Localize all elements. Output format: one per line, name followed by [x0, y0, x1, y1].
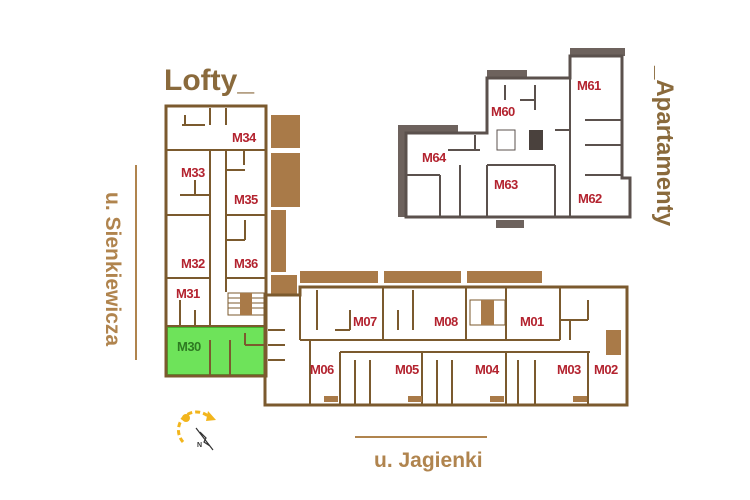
unit-label-m31[interactable]: M31 [176, 286, 201, 301]
unit-label-m63[interactable]: M63 [494, 177, 519, 192]
compass-label: N [197, 442, 202, 449]
unit-label-m35[interactable]: M35 [234, 192, 259, 207]
unit-label-m30[interactable]: M30 [177, 339, 202, 354]
unit-label-m07[interactable]: M07 [353, 314, 378, 329]
lower-building [263, 271, 629, 407]
apartments-building [398, 48, 632, 228]
unit-label-m02[interactable]: M02 [594, 362, 619, 377]
compass-north-icon: N [176, 410, 216, 451]
unit-label-m34[interactable]: M34 [232, 130, 258, 145]
unit-label-m03[interactable]: M03 [557, 362, 582, 377]
unit-label-m01[interactable]: M01 [520, 314, 545, 329]
unit-label-m05[interactable]: M05 [395, 362, 420, 377]
unit-label-m62[interactable]: M62 [578, 191, 603, 206]
unit-label-m61[interactable]: M61 [577, 78, 602, 93]
unit-label-m06[interactable]: M06 [310, 362, 335, 377]
lofty-building [164, 104, 300, 378]
unit-label-m04[interactable]: M04 [475, 362, 501, 377]
street-label-south: u. Jagienki [374, 449, 483, 472]
unit-label-m32[interactable]: M32 [181, 256, 206, 271]
apartments-title: _Apartamenty [651, 65, 678, 227]
unit-label-m08[interactable]: M08 [434, 314, 459, 329]
unit-label-m33[interactable]: M33 [181, 165, 206, 180]
unit-label-m36[interactable]: M36 [234, 256, 259, 271]
street-label-west: u. Sienkiewicza [101, 192, 124, 346]
unit-label-m64[interactable]: M64 [422, 150, 448, 165]
unit-label-m60[interactable]: M60 [491, 104, 516, 119]
lofts-title: Lofty_ [164, 64, 254, 97]
